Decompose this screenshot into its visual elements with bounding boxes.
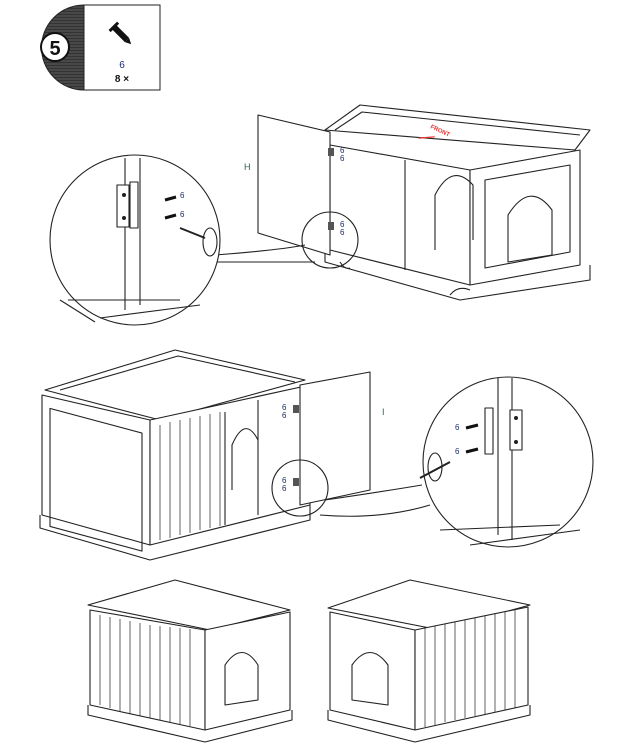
screw-label: 6 xyxy=(282,484,287,493)
finished-cabinet-right xyxy=(327,579,531,743)
cabinet-door-arch xyxy=(351,651,389,706)
part-quantity: 8 × xyxy=(115,74,129,85)
hinge-bracket xyxy=(116,184,130,228)
screwdriver-icon xyxy=(179,227,206,239)
screw-label: 6 xyxy=(340,228,345,237)
hinge-detail-middle: 6 6 xyxy=(419,376,594,548)
screw-icon xyxy=(164,195,177,202)
cabinet-top xyxy=(324,104,591,151)
screw-label: 6 xyxy=(282,411,287,420)
hinge-icon xyxy=(293,478,299,486)
hinge-icon xyxy=(328,148,334,156)
screw-label: 6 xyxy=(180,191,185,200)
panel-label-i: I xyxy=(382,407,385,417)
hinge-detail-top: 6 6 xyxy=(49,154,221,326)
door-panel-i xyxy=(299,371,371,506)
detail-callout-circle xyxy=(301,211,359,269)
screw-label: 6 xyxy=(340,154,345,163)
screw-icon xyxy=(465,447,479,454)
screw-label: 6 xyxy=(282,476,287,485)
cabinet-top-scene: H FRONT 6 6 6 6 xyxy=(214,104,591,301)
screw-icon xyxy=(164,213,177,220)
cabinet-middle-scene: I 6 6 6 6 xyxy=(39,349,431,561)
screwdriver-icon xyxy=(419,461,451,479)
screw-icon xyxy=(465,423,479,430)
screw-label: 6 xyxy=(180,210,185,219)
detail-callout-circle xyxy=(271,459,329,517)
cabinet-door-arch xyxy=(507,195,553,263)
hinge-icon xyxy=(293,405,299,413)
hinge-bracket xyxy=(484,407,494,455)
step-number: 5 xyxy=(49,38,60,60)
finished-cabinet-left xyxy=(87,579,293,743)
step-number-circle xyxy=(40,32,70,62)
slatted-panel xyxy=(159,412,221,540)
screw-label: 6 xyxy=(455,423,460,432)
cabinet-door-arch xyxy=(224,651,259,706)
screw-label: 6 xyxy=(282,403,287,412)
panel-label-h: H xyxy=(244,162,251,172)
screw-label: 6 xyxy=(455,447,460,456)
screw-label: 6 xyxy=(340,220,345,229)
hinge-icon xyxy=(328,222,334,230)
door-panel-h xyxy=(257,114,331,256)
rotate-arrow-icon xyxy=(202,227,218,257)
screw-label: 6 xyxy=(340,146,345,155)
step-badge: 5 6 8 × xyxy=(40,4,161,91)
part-id: 6 xyxy=(119,60,125,71)
rotate-arrow-icon xyxy=(427,452,443,482)
